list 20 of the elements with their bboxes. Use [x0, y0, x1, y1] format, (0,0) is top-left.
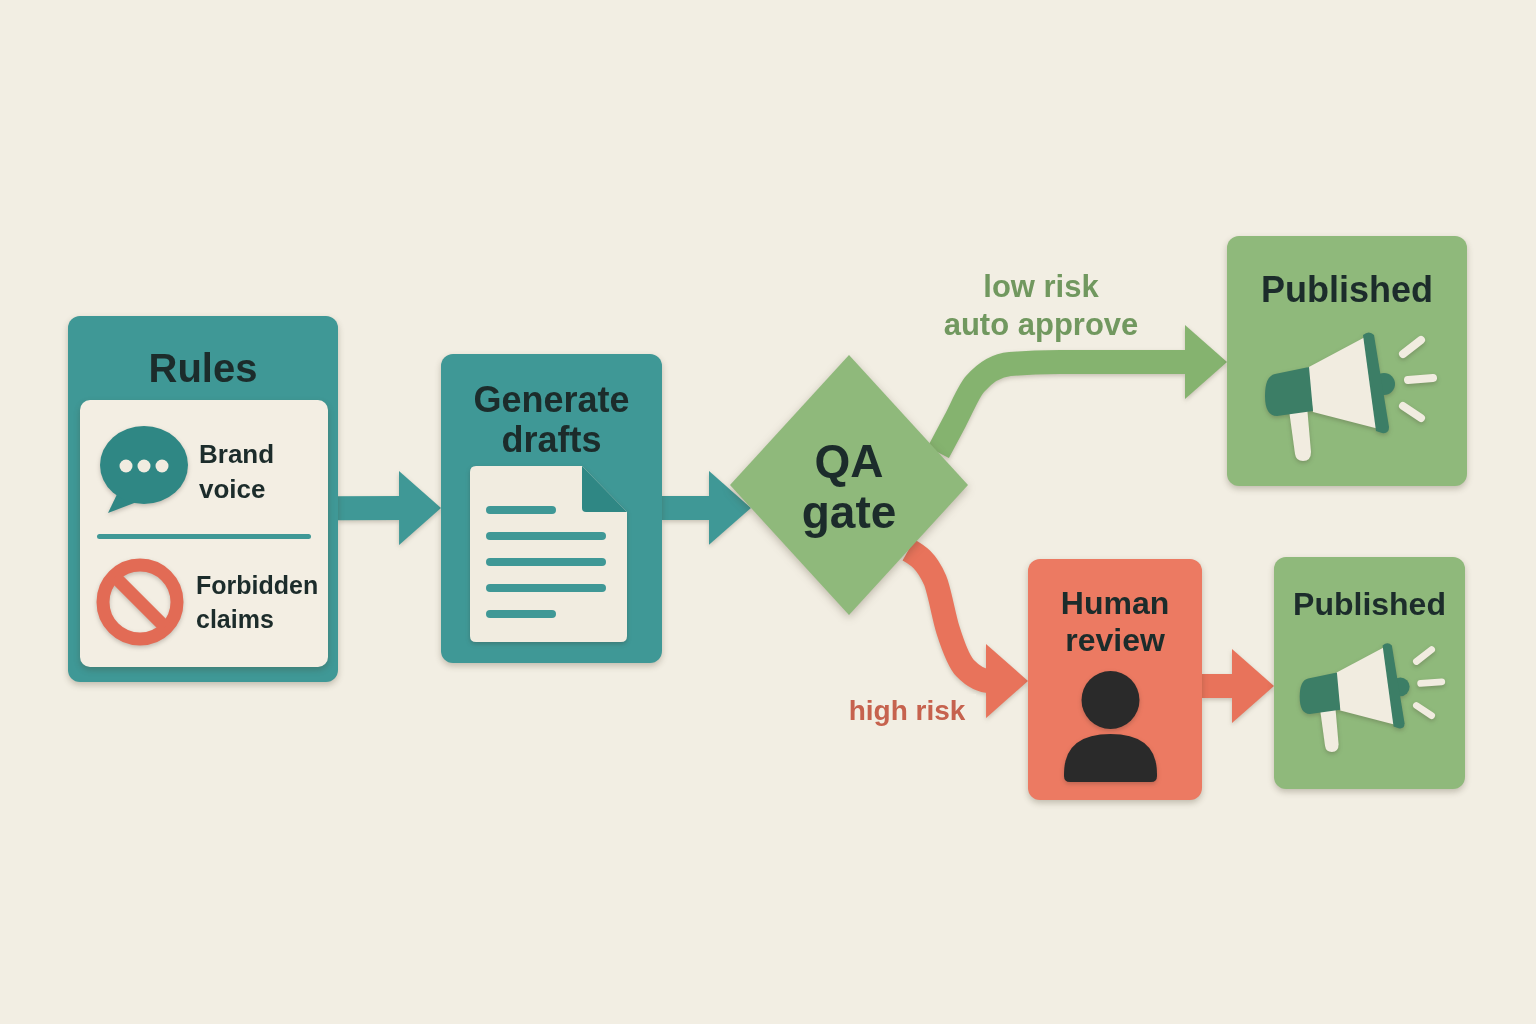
arrow [337, 471, 442, 545]
rule-text: Brand voice [199, 438, 276, 507]
output-box [1274, 557, 1465, 789]
box-title: Published [1292, 587, 1447, 623]
output-box [1227, 236, 1467, 486]
arrow [662, 470, 751, 545]
rules-card [80, 400, 328, 667]
arrow [927, 325, 1227, 459]
decision-label: QA gate [800, 436, 898, 539]
arrow [1202, 649, 1274, 723]
box-title: Generate drafts [472, 380, 631, 460]
box-title: Human review [1059, 585, 1171, 660]
box-title: Published [1260, 270, 1434, 311]
rules-panel [68, 316, 338, 682]
arrow [902, 539, 1028, 719]
rule-text: Forbidden claims [196, 570, 320, 635]
review-box [1028, 559, 1202, 800]
process-box [441, 354, 662, 663]
panel-title: Rules [147, 346, 259, 391]
decision-diamond [730, 355, 968, 615]
